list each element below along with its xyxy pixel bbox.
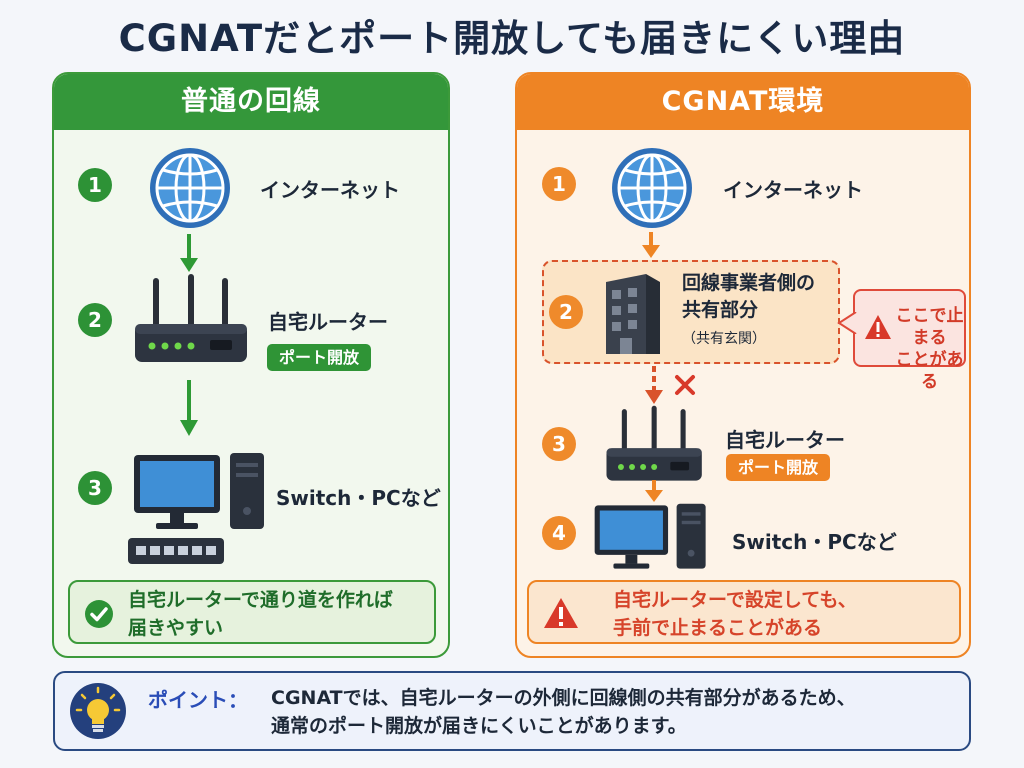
point-label: ポイント： [148, 688, 248, 712]
normal-router-label: 自宅ルーター [268, 310, 388, 334]
cgnat-step-2-badge: 2 [549, 295, 583, 329]
globe-icon [150, 148, 230, 228]
stop-warning-text: ここで止まる ことがある [895, 305, 964, 393]
arrow-down-icon [642, 232, 660, 258]
arrow-down-icon [180, 234, 198, 272]
step-1-badge: 1 [78, 168, 112, 202]
normal-internet-label: インターネット [260, 178, 400, 202]
point-line1: CGNATでは、自宅ルーターの外側に回線側の共有部分があるため、 [271, 687, 856, 709]
cgnat-panel-header: CGNAT環境 [517, 74, 969, 130]
blocked-arrow-icon [645, 366, 663, 404]
stop-warning-line1: ここで止まる [895, 306, 964, 348]
cgnat-step-4-badge: 4 [542, 516, 576, 550]
cgnat-step-3-badge: 3 [542, 427, 576, 461]
normal-note-line1: 自宅ルーターで通り道を作れば [128, 589, 393, 611]
step-2-badge: 2 [78, 303, 112, 337]
cgnat-devices-label: Switch・PCなど [732, 530, 897, 554]
stop-warning-line2: ことがある [895, 350, 964, 392]
check-icon [85, 600, 113, 628]
isp-shared-area: 2 回線事業者側の 共有部分 （共有玄関） [542, 260, 840, 364]
blocked-x-icon [675, 375, 695, 395]
router-icon [135, 274, 247, 362]
normal-note-line2: 届きやすい [128, 617, 224, 639]
cgnat-port-open-tag: ポート開放 [726, 454, 831, 481]
normal-line-panel: 普通の回線 1 インターネット 2 自宅ルーター ポート開放 [52, 72, 450, 658]
building-icon [606, 274, 660, 354]
page-title: CGNATだとポート開放しても届きにくい理由 [118, 17, 906, 60]
step-3-badge: 3 [78, 471, 112, 505]
cgnat-note-line2: 手前で止まることがある [613, 617, 823, 639]
point-line2: 通常のポート開放が届きにくいことがあります。 [271, 715, 687, 737]
warning-icon [544, 598, 578, 628]
stop-warning-callout: ここで止まる ことがある [853, 289, 966, 392]
isp-label-line2: 共有部分 [682, 299, 759, 321]
lightbulb-icon [70, 683, 126, 739]
normal-note-text: 自宅ルーターで通り道を作れば 届きやすい [128, 586, 393, 642]
point-box: ポイント： CGNATでは、自宅ルーターの外側に回線側の共有部分があるため、 通… [53, 671, 971, 751]
globe-icon [612, 148, 692, 228]
network-switch-icon [128, 538, 224, 564]
warning-icon [865, 315, 891, 339]
isp-label-line1: 回線事業者側の [682, 272, 816, 294]
cgnat-note-line1: 自宅ルーターで設定しても、 [613, 589, 857, 611]
normal-devices-label: Switch・PCなど [276, 486, 441, 510]
normal-note: 自宅ルーターで通り道を作れば 届きやすい [68, 580, 436, 644]
point-text: CGNATでは、自宅ルーターの外側に回線側の共有部分があるため、 通常のポート開… [271, 684, 856, 740]
normal-port-open-tag: ポート開放 [267, 344, 372, 371]
cgnat-step-1-badge: 1 [542, 167, 576, 201]
router-icon [606, 405, 702, 481]
arrow-down-icon [645, 480, 663, 502]
normal-panel-header: 普通の回線 [54, 74, 448, 130]
arrow-down-icon [180, 380, 198, 436]
cgnat-internet-label: インターネット [723, 178, 863, 202]
cgnat-note: 自宅ルーターで設定しても、 手前で止まることがある [527, 580, 961, 644]
desktop-pc-icon [594, 503, 706, 569]
isp-sublabel: （共有玄関） [682, 331, 766, 347]
cgnat-panel: CGNAT環境 1 インターネット 2 [515, 72, 971, 658]
cgnat-note-text: 自宅ルーターで設定しても、 手前で止まることがある [613, 586, 857, 642]
cgnat-router-label: 自宅ルーター [725, 428, 845, 452]
callout-pointer [837, 312, 857, 334]
isp-label-group: 回線事業者側の 共有部分 （共有玄関） [682, 270, 815, 348]
desktop-pc-icon [134, 453, 264, 529]
